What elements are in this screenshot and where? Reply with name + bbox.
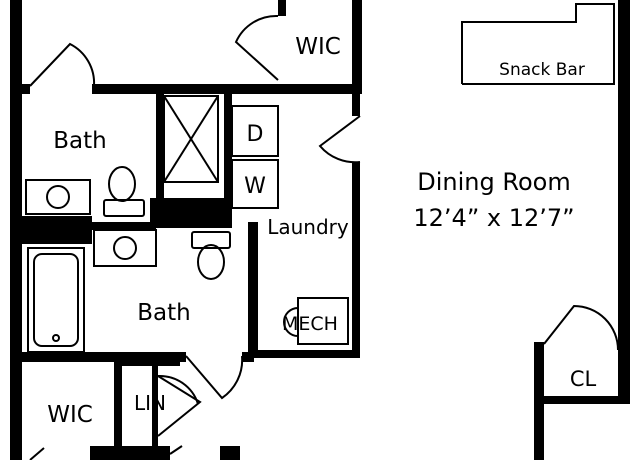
toilet-tank-lower (191, 231, 231, 249)
fixtures (25, 3, 619, 460)
label-linen: LIN (134, 391, 166, 415)
label-snack-bar: Snack Bar (499, 60, 585, 80)
vanity-upper (25, 179, 91, 215)
vanity-lower (93, 229, 157, 267)
toilet-tank-upper (103, 199, 145, 217)
snack-bar-counter (461, 3, 615, 85)
sink-lower (113, 236, 137, 260)
label-dining-size: 12’4” x 12’7” (413, 204, 574, 232)
toilet-bowl-upper (108, 166, 136, 202)
label-laundry: Laundry (267, 215, 349, 239)
label-closet: CL (570, 367, 597, 391)
door-swing-wic-top (234, 14, 279, 81)
label-dining-room: Dining Room (417, 168, 570, 196)
label-bath-upper: Bath (53, 128, 106, 154)
label-mech: MECH (282, 313, 338, 335)
label-dryer: D (247, 122, 264, 147)
label-wic-top: WIC (295, 34, 341, 60)
door-swing-bath-lower (185, 355, 244, 400)
bathtub (27, 247, 85, 353)
washer (231, 159, 279, 209)
mech-box (297, 297, 349, 345)
sink-upper (46, 185, 70, 209)
walls (10, 0, 630, 460)
door-swing-linen (157, 375, 202, 437)
dryer (231, 105, 279, 157)
toilet-bowl-lower (197, 244, 225, 280)
door-swing-closet (543, 304, 619, 351)
label-bath-lower: Bath (137, 300, 190, 326)
label-wic-bottom: WIC (47, 402, 93, 428)
door-swing-bath-upper (29, 42, 96, 87)
label-washer: W (244, 174, 266, 199)
door-swing-laundry (318, 115, 361, 164)
room-labels: WIC Snack Bar Bath D W Dining Room 12’4”… (47, 34, 596, 428)
